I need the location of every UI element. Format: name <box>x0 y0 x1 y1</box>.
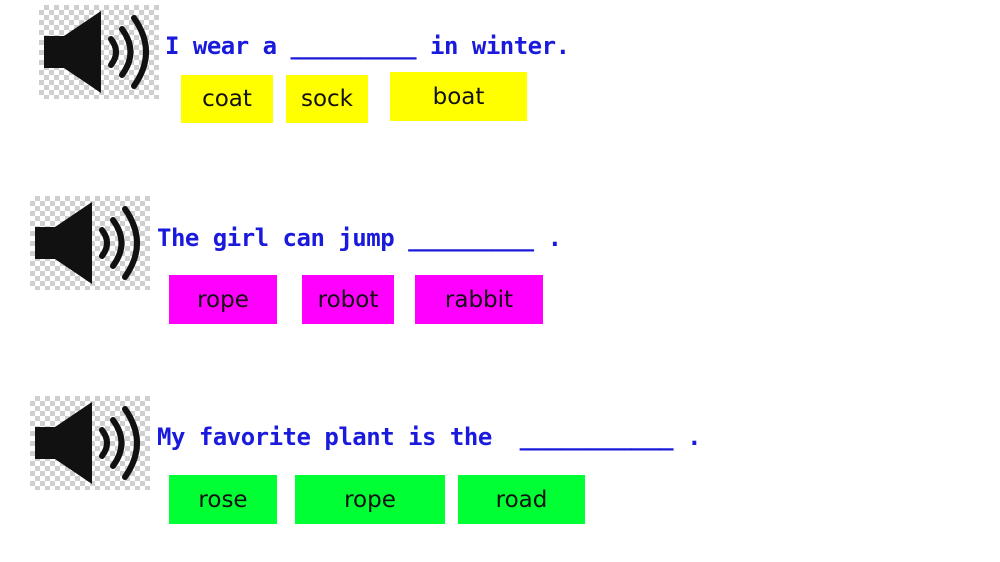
choice-road[interactable]: road <box>458 475 585 524</box>
speaker-icon[interactable] <box>30 396 150 490</box>
speaker-icon[interactable] <box>30 196 150 290</box>
choice-sock[interactable]: sock <box>286 75 368 123</box>
speaker-icon-graphic <box>44 11 149 93</box>
question-1-sentence: I wear a _________ in winter. <box>165 32 570 60</box>
speaker-icon-graphic <box>35 202 140 284</box>
choice-rope[interactable]: rope <box>169 275 277 324</box>
choice-boat[interactable]: boat <box>390 72 527 121</box>
choice-robot[interactable]: robot <box>302 275 394 324</box>
choice-coat[interactable]: coat <box>181 75 273 123</box>
choice-rabbit[interactable]: rabbit <box>415 275 543 324</box>
choice-rose[interactable]: rose <box>169 475 277 524</box>
question-3-sentence: My favorite plant is the ___________ . <box>157 423 702 451</box>
choice-rope[interactable]: rope <box>295 475 445 524</box>
speaker-icon[interactable] <box>39 5 159 99</box>
question-2-sentence: The girl can jump _________ . <box>157 224 562 252</box>
speaker-icon-graphic <box>35 402 140 484</box>
